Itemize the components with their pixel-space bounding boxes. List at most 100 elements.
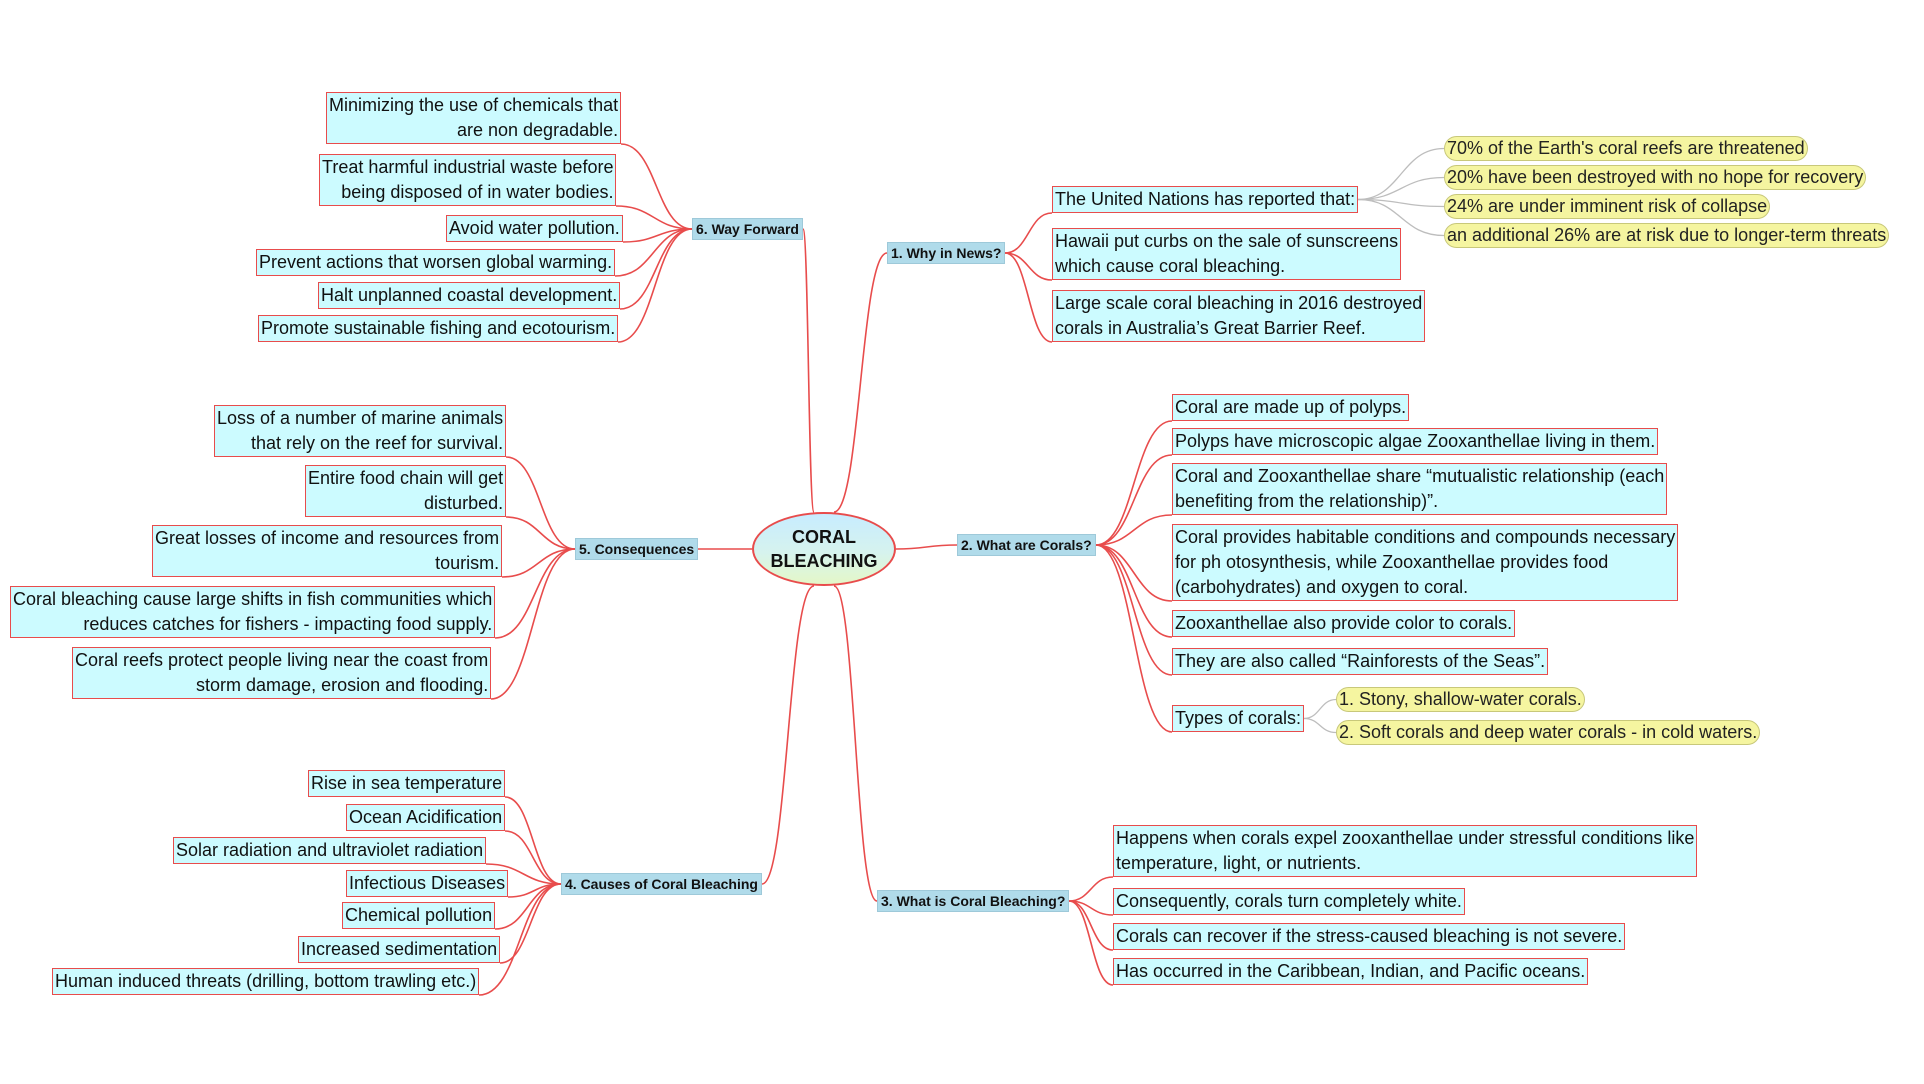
central-topic-line1: CORAL [792,527,856,547]
leaf-way-forward[interactable]: Promote sustainable fishing and ecotouri… [258,315,619,342]
leaf-consequence[interactable]: Great losses of income and resources fro… [152,525,503,577]
connector-line [494,548,576,639]
leaf-line: Minimizing the use of chemicals that [329,95,619,115]
leaf-expel-zooxanthellae[interactable]: Happens when corals expel zooxanthellae … [1113,825,1698,877]
un-stat[interactable]: an additional 26% are at risk due to lon… [1444,223,1890,248]
leaf-line: Coral provides habitable conditions and … [1175,527,1676,547]
leaf-rainforests[interactable]: They are also called “Rainforests of the… [1172,648,1549,675]
coral-type[interactable]: 2. Soft corals and deep water corals - i… [1336,720,1761,745]
connector-line [1095,454,1173,546]
leaf-turn-white[interactable]: Consequently, corals turn completely whi… [1113,888,1465,915]
connector-line [615,205,693,230]
connector-line [501,548,576,578]
connector-line [478,883,562,996]
leaf-line: Large scale coral bleaching in 2016 dest… [1055,293,1423,313]
connector-line [1357,176,1445,201]
leaf-zooxanthellae[interactable]: Polyps have microscopic algae Zooxanthel… [1172,428,1659,455]
leaf-line: that rely on the reef for survival. [251,433,504,453]
connector-line [1303,698,1337,720]
leaf-habitable-conditions[interactable]: Coral provides habitable conditions and … [1172,524,1679,601]
leaf-line: Entire food chain will get [308,468,504,488]
leaf-way-forward[interactable]: Avoid water pollution. [446,215,623,242]
leaf-line: disturbed. [424,493,504,513]
un-stat[interactable]: 20% have been destroyed with no hope for… [1444,165,1867,190]
leaf-color[interactable]: Zooxanthellae also provide color to cora… [1172,610,1516,637]
leaf-line: Hawaii put curbs on the sale of sunscree… [1055,231,1399,251]
leaf-line: storm damage, erosion and flooding. [196,675,489,695]
connector-line [617,228,693,343]
leaf-line: Coral reefs protect people living near t… [75,650,489,670]
connector-line [1004,252,1053,281]
leaf-types-of-corals[interactable]: Types of corals: [1172,705,1305,732]
central-topic-line2: BLEACHING [770,551,878,571]
leaf-consequence[interactable]: Coral reefs protect people living near t… [72,647,492,699]
un-stat[interactable]: 24% are under imminent risk of collapse [1444,194,1771,219]
leaf-mutualism[interactable]: Coral and Zooxanthellae share “mutualist… [1172,463,1668,515]
leaf-line: (carbohydrates) and oxygen to coral. [1175,577,1469,597]
leaf-great-barrier-reef[interactable]: Large scale coral bleaching in 2016 dest… [1052,290,1426,342]
branch-consequences[interactable]: 5. Consequences [575,538,699,560]
leaf-way-forward[interactable]: Prevent actions that worsen global warmi… [256,249,616,276]
connector-line [505,516,576,550]
connector-line [1357,198,1445,237]
un-stat[interactable]: 70% of the Earth's coral reefs are threa… [1444,136,1808,161]
leaf-cause[interactable]: Ocean Acidification [346,804,506,831]
connector-line [1357,147,1445,201]
leaf-line: being disposed of in water bodies. [341,182,614,202]
leaf-line: temperature, light, or nutrients. [1116,853,1362,873]
branch-way-forward[interactable]: 6. Way Forward [692,218,803,240]
branch-what-are-corals[interactable]: 2. What are Corals? [957,534,1096,556]
connector-line [499,883,562,964]
leaf-consequence[interactable]: Entire food chain will get disturbed. [305,465,507,517]
leaf-cause[interactable]: Chemical pollution [342,902,496,929]
connector-line [614,228,693,277]
connector-line [1068,876,1114,902]
connector-line [833,585,878,902]
connector-line [1004,252,1053,343]
leaf-line: Coral and Zooxanthellae share “mutualist… [1175,466,1665,486]
connector-line [1095,420,1173,546]
leaf-way-forward[interactable]: Halt unplanned coastal development. [318,282,621,309]
leaf-cause[interactable]: Infectious Diseases [346,870,509,897]
leaf-line: Treat harmful industrial waste before [322,157,614,177]
connector-line [485,863,562,885]
leaf-occurred[interactable]: Has occurred in the Caribbean, Indian, a… [1113,958,1589,985]
leaf-cause[interactable]: Human induced threats (drilling, bottom … [52,968,480,995]
connector-line [504,796,562,885]
connector-line [1068,900,1114,951]
branch-causes-of-coral-bleaching[interactable]: 4. Causes of Coral Bleaching [561,873,762,895]
leaf-cause[interactable]: Increased sedimentation [298,936,501,963]
connector-line [802,228,815,513]
leaf-recover[interactable]: Corals can recover if the stress-caused … [1113,923,1626,950]
leaf-way-forward[interactable]: Treat harmful industrial waste before bei… [319,154,617,206]
leaf-line: Coral bleaching cause large shifts in fi… [13,589,493,609]
leaf-consequence[interactable]: Coral bleaching cause large shifts in fi… [10,586,496,638]
leaf-hawaii[interactable]: Hawaii put curbs on the sale of sunscree… [1052,228,1402,280]
connector-line [1004,212,1053,254]
connector-line [490,548,576,700]
leaf-line: benefiting from the relationship)”. [1175,491,1439,511]
connector-line [1068,900,1114,986]
leaf-cause[interactable]: Rise in sea temperature [308,770,506,797]
connector-line [504,830,562,885]
leaf-line: Great losses of income and resources fro… [155,528,500,548]
connector-line [505,456,576,550]
connector-line [1095,544,1173,733]
connector-line [1303,717,1337,734]
leaf-un-report[interactable]: The United Nations has reported that: [1052,186,1359,213]
leaf-line: tourism. [435,553,500,573]
connector-line [1095,544,1173,676]
coral-type[interactable]: 1. Stony, shallow-water corals. [1336,687,1585,712]
branch-why-in-news[interactable]: 1. Why in News? [887,242,1006,264]
connector-line [895,544,958,550]
leaf-cause[interactable]: Solar radiation and ultraviolet radiatio… [173,837,487,864]
leaf-line: for ph otosynthesis, while Zooxanthellae… [1175,552,1609,572]
branch-what-is-coral-bleaching[interactable]: 3. What is Coral Bleaching? [877,890,1070,912]
central-topic[interactable]: CORAL BLEACHING [752,512,896,586]
leaf-polyps[interactable]: Coral are made up of polyps. [1172,394,1410,421]
connector-line [1095,544,1173,638]
